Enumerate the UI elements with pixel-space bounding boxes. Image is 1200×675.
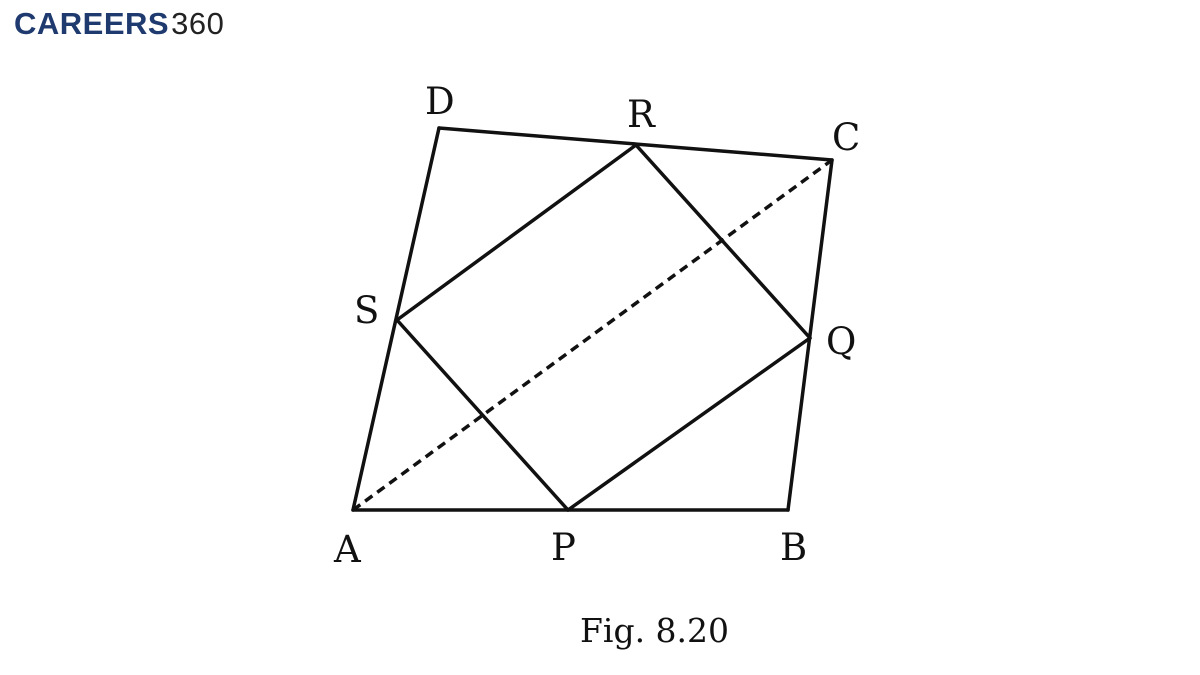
side-bc — [786, 158, 834, 512]
figure-caption: Fig. 8.20 — [580, 611, 729, 650]
logo-text-careers: CAREERS — [14, 6, 170, 41]
vertex-label-a: A — [333, 528, 362, 571]
vertex-label-c: C — [832, 116, 860, 159]
vertex-label-d: D — [425, 80, 455, 123]
side-sp — [395, 318, 570, 512]
careers360-logo: CAREERS360 — [14, 8, 224, 39]
vertex-label-b: B — [780, 526, 807, 569]
diagonal-ac — [351, 158, 834, 512]
vertex-label-p: P — [551, 526, 576, 569]
vertex-label-q: Q — [826, 320, 856, 363]
side-pq — [566, 336, 812, 512]
logo-text-360: 360 — [171, 6, 225, 41]
vertex-label-s: S — [354, 289, 379, 332]
side-qr — [634, 143, 812, 340]
side-rs — [395, 143, 638, 322]
vertex-label-r: R — [627, 93, 656, 136]
